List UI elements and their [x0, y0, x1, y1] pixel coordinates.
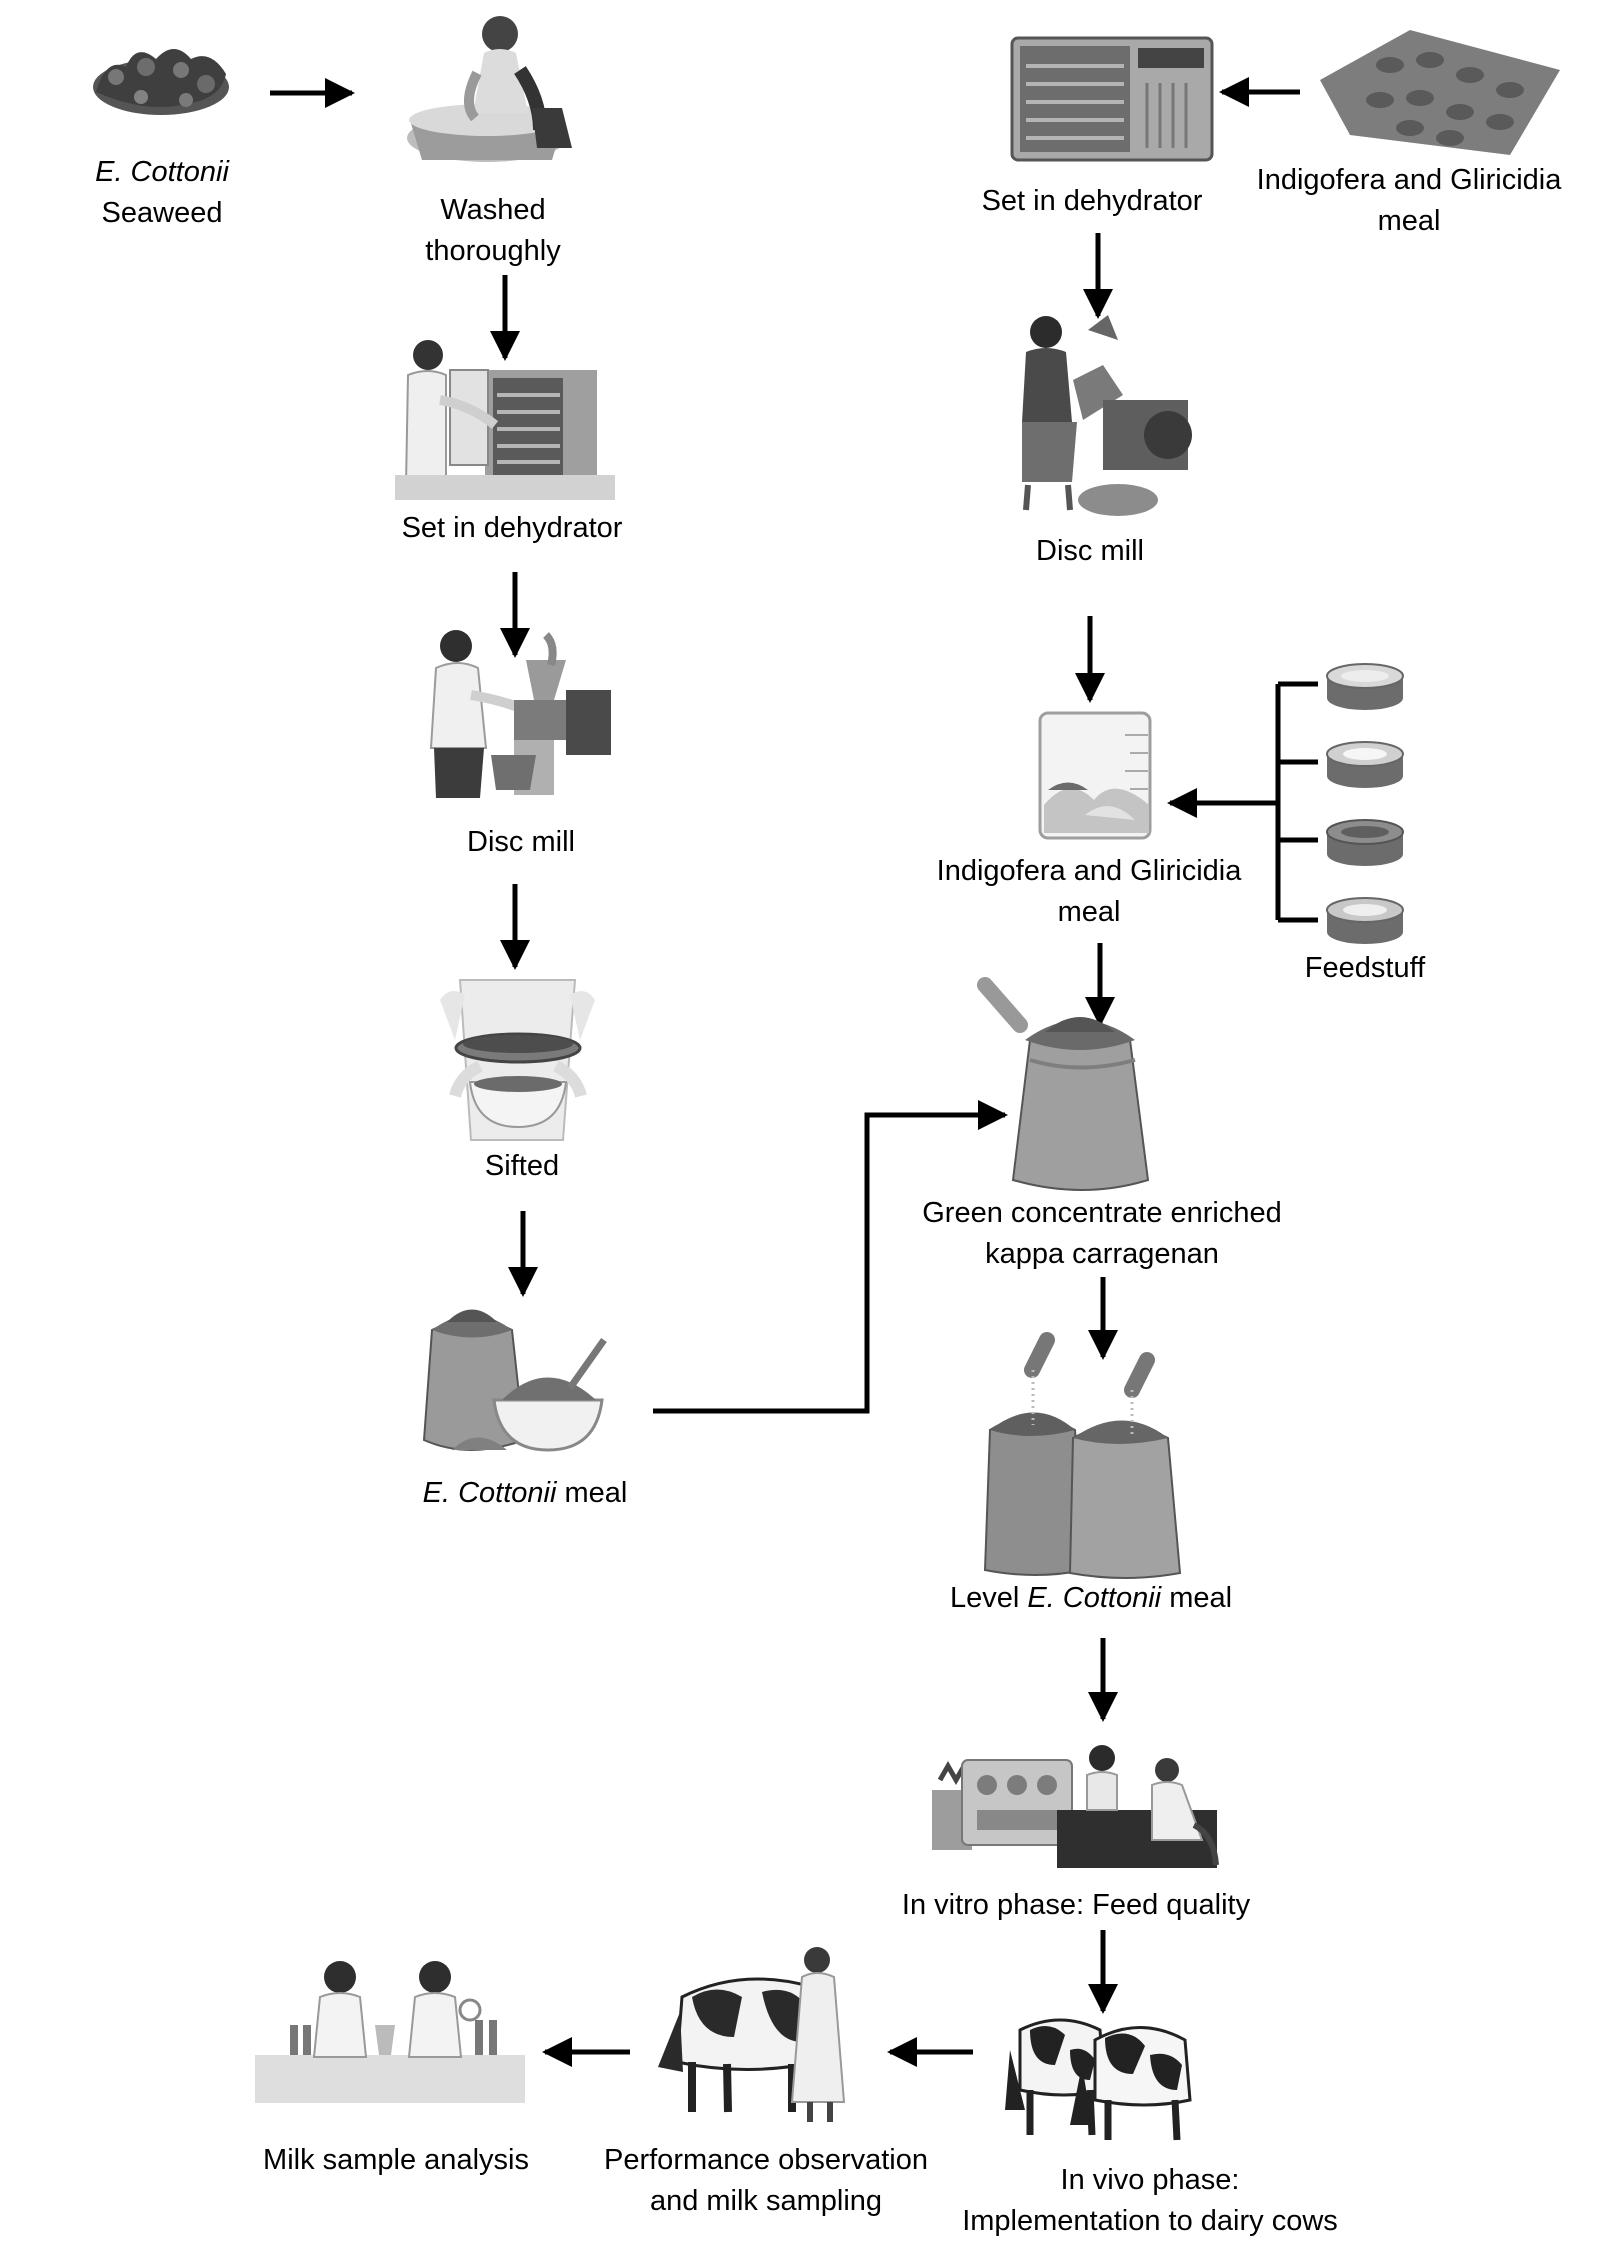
cottonii-meal-illustration	[412, 1300, 612, 1460]
feedstuff-dish-4	[1326, 897, 1404, 944]
sifting-illustration	[440, 979, 595, 1141]
label-washed: Washed thoroughly	[425, 194, 561, 267]
disc-mill-illustration-left	[416, 620, 616, 805]
label-dehydrator-right: Set in dehydrator	[981, 185, 1203, 217]
dehydrator-illustration-right	[1010, 36, 1214, 166]
mix-beaker-illustration	[1030, 705, 1170, 845]
label-sifted: Sifted	[484, 1150, 560, 1182]
label-dehydrator-left: Set in dehydrator	[401, 512, 623, 544]
disc-mill-illustration-right	[1008, 310, 1198, 525]
label-milk-analysis: Milk sample analysis	[263, 2144, 529, 2176]
seaweed-illustration	[86, 42, 236, 127]
label-seaweed: E. Cottonii Seaweed	[95, 156, 229, 229]
milk-analysis-illustration	[255, 1955, 525, 2105]
feedstuff-dish-2	[1326, 741, 1404, 788]
cow-right	[1070, 2026, 1192, 2141]
label-in-vivo: In vivo phase: Implementation to dairy c…	[962, 2164, 1338, 2237]
label-disc-mill-left: Disc mill	[467, 826, 575, 858]
label-feedstuff: Feedstuff	[1304, 952, 1426, 984]
washing-illustration	[392, 8, 582, 173]
label-level: Level E. Cottonii meal	[949, 1582, 1233, 1614]
level-sacks-illustration	[983, 1320, 1195, 1579]
feedstuff-dish-3	[1326, 819, 1404, 866]
label-performance: Performance observation and milk samplin…	[604, 2144, 928, 2217]
label-leaf-meal: Indigofera and Gliricidia meal	[1256, 164, 1562, 237]
label-disc-mill-right: Disc mill	[1036, 535, 1144, 567]
feedstuff-dishes	[1325, 658, 1405, 948]
dehydrator-illustration-left	[390, 330, 615, 500]
feedstuff-dish-1	[1326, 663, 1404, 710]
label-cottonii-meal: E. Cottonii meal	[422, 1477, 628, 1509]
arrow-meal-to-concentrate	[653, 1100, 1008, 1414]
label-concentrate: Green concentrate enriched kappa carrage…	[922, 1197, 1282, 1270]
label-in-vitro: In vitro phase: Feed quality	[901, 1889, 1251, 1921]
performance-illustration	[652, 1942, 857, 2122]
in-vitro-lab-illustration	[932, 1740, 1222, 1870]
leaf-meal-illustration	[1310, 20, 1570, 160]
feedstuff-bracket	[1275, 681, 1318, 923]
label-mix: Indigofera and Gliricidia meal	[936, 855, 1242, 928]
concentrate-sack-illustration	[977, 977, 1180, 1195]
in-vivo-cows-illustration	[1000, 2010, 1195, 2145]
